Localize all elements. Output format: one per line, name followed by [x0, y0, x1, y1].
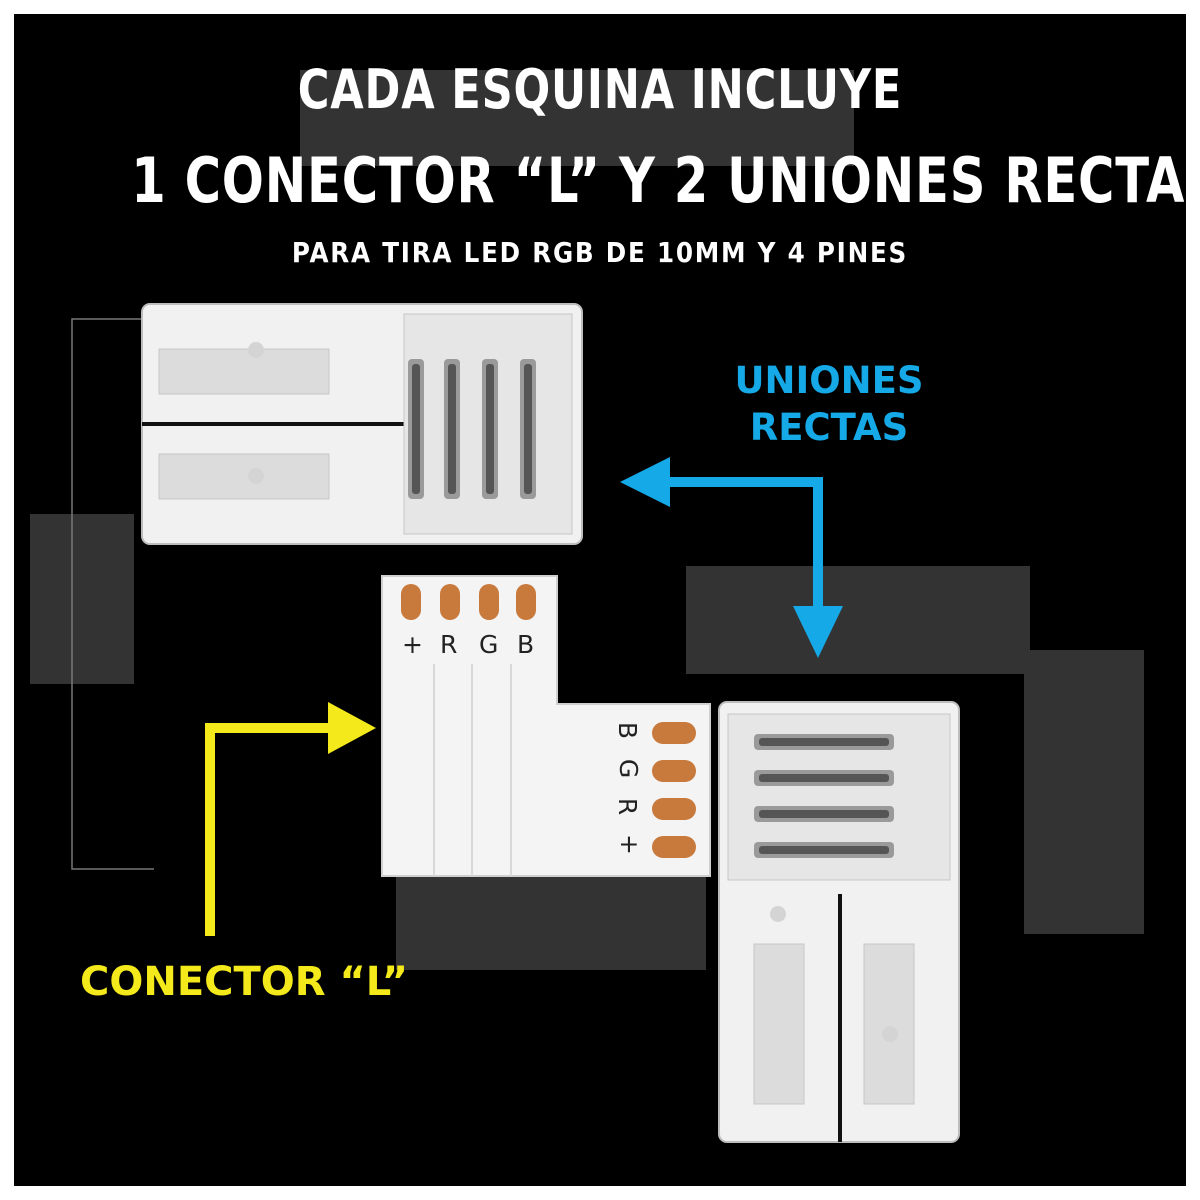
- straight-connector-top: [141, 303, 583, 545]
- connector-illustration: [30, 70, 1144, 1143]
- pcb-label: B: [613, 721, 643, 740]
- headline-line-2: 1 CONECTOR “L” Y 2 UNIONES RECTAS: [131, 144, 1186, 217]
- l-connector-pcb: [381, 575, 711, 877]
- bg-block: [30, 514, 134, 684]
- l-connector-label: CONECTOR “L”: [79, 959, 408, 1005]
- bg-block: [686, 566, 1030, 674]
- straight-label-line-2: RECTAS: [749, 406, 909, 449]
- bg-block: [300, 70, 854, 166]
- bg-block: [396, 876, 706, 970]
- pcb-label: R: [440, 630, 458, 659]
- product-image: CADA ESQUINA INCLUYE 1 CONECTOR “L” Y 2 …: [14, 14, 1186, 1186]
- pcb-label: +: [614, 834, 644, 855]
- pcb-label: +: [402, 630, 423, 659]
- headline-line-1: CADA ESQUINA INCLUYE: [297, 58, 903, 121]
- pcb-label: R: [613, 797, 643, 816]
- bg-block: [1024, 650, 1144, 934]
- pcb-label: G: [614, 758, 644, 779]
- straight-label-line-1: UNIONES: [734, 359, 924, 402]
- subtitle: PARA TIRA LED RGB DE 10MM Y 4 PINES: [291, 236, 909, 269]
- bracket-line: [71, 318, 154, 870]
- pointer-arrow: [205, 702, 376, 936]
- straight-connector-bottom: [718, 701, 960, 1143]
- double-arrow: [620, 457, 843, 658]
- pcb-label: B: [517, 630, 535, 659]
- pcb-label: G: [479, 630, 499, 659]
